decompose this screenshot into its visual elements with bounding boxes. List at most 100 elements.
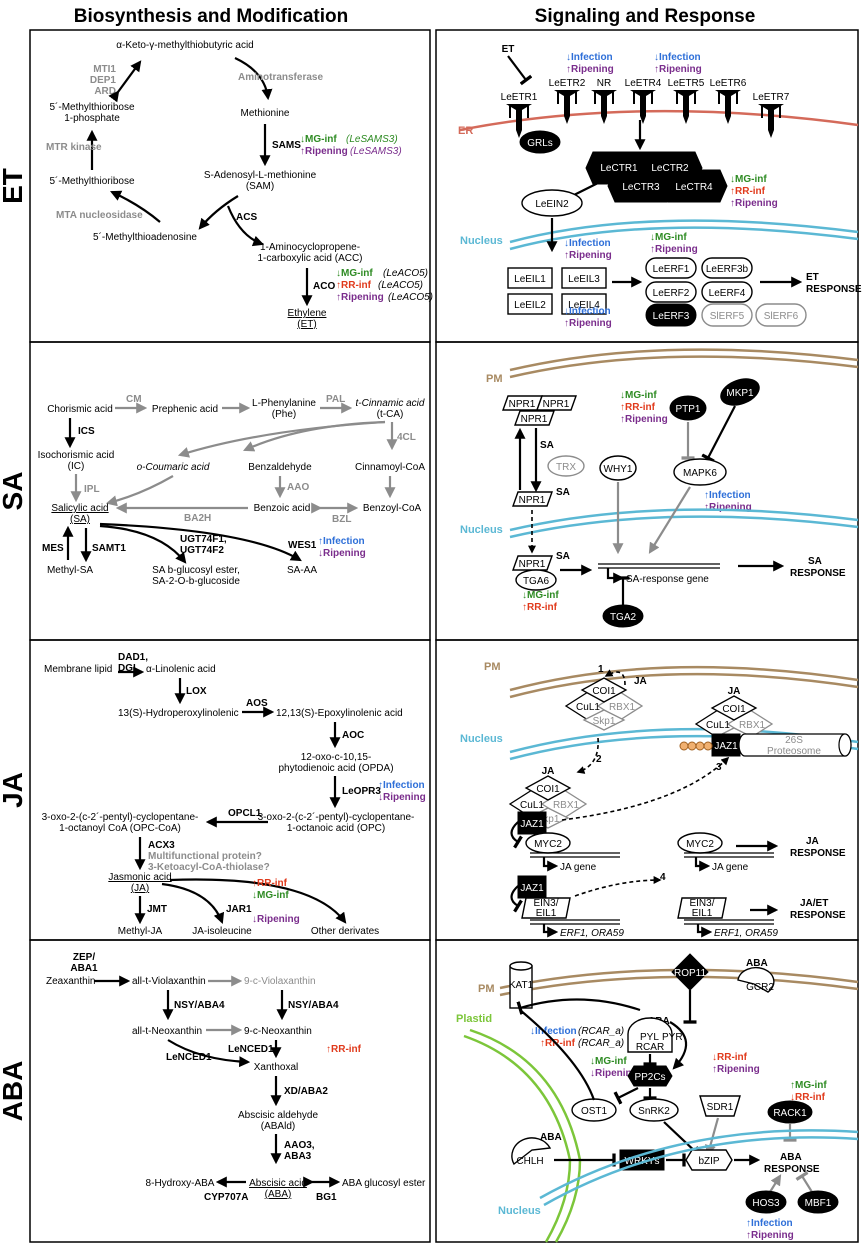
label-coi1-scf-2: COI1 — [536, 784, 560, 795]
node-chorismic: Chorismic acid — [47, 404, 113, 415]
node-hydroxy: 8-Hydroxy-ABA — [146, 1178, 215, 1189]
label-leerf1: LeERF1 — [653, 264, 690, 275]
label-mg-inf-erf: ↓MG-inf — [650, 232, 687, 243]
et-biosynthesis: α-Keto-γ-methylthiobutyric acid MTI1 DEP… — [46, 40, 433, 330]
node-opccoa-2: 1-octanoyl CoA (OPC-CoA) — [59, 823, 181, 834]
node-ein3-b — [677, 897, 727, 919]
label-slerf5: SlERF5 — [710, 311, 745, 322]
dna-ja-4 — [684, 919, 774, 925]
label-infection-wes1: ↑Infection — [318, 536, 365, 547]
label-slerf6: SlERF6 — [764, 311, 799, 322]
node-tga2 — [602, 604, 644, 628]
enzyme-samt1: SAMT1 — [92, 543, 126, 554]
npr1-d — [512, 491, 553, 507]
node-ic-1: Isochorismic acid — [38, 450, 115, 461]
label-ptp1: PTP1 — [675, 404, 700, 415]
inhibit-et-etr1 — [507, 55, 533, 86]
label-tga2: TGA2 — [610, 612, 637, 623]
arrow-sam-mta — [198, 195, 239, 230]
aba-signaling: PM KAT1 ROP11 ABA GCR2 ABA PYL PYR RCAR … — [456, 953, 859, 1243]
label-npr1-b: NPR1 — [543, 399, 570, 410]
node-snrk2 — [629, 1098, 679, 1122]
et-response-1: ET — [806, 272, 819, 283]
enzyme-acx3: ACX3 — [148, 840, 175, 851]
label-ja-1: JA — [634, 676, 647, 687]
label-ripening-erf: ↑Ripening — [650, 244, 698, 255]
aba-response-1: ABA — [780, 1152, 802, 1163]
node-mtr: 5´-Methylthioribose — [49, 175, 134, 187]
label-mg-inf-rack1: ↑MG-inf — [790, 1080, 827, 1091]
node-acc-2: 1-carboxylic acid (ACC) — [257, 253, 362, 264]
label-rop11: ROP11 — [674, 968, 706, 979]
node-eot: 12,13(S)-Epoxylinolenic acid — [276, 708, 403, 719]
enzyme-zep-1: ZEP/ — [73, 952, 95, 963]
label-aba-gcr2: ABA — [746, 958, 768, 969]
label-ctr1: LeCTR1 — [600, 163, 638, 174]
node-ptp1 — [669, 395, 707, 421]
sa-biosynthesis: Chorismic acid CM Prephenic acid L-Pheny… — [38, 394, 426, 587]
node-cinnamoyl: Cinnamoyl-CoA — [355, 462, 425, 473]
row-label-aba: ABA — [0, 1061, 28, 1122]
arrow-sam-acc — [226, 205, 265, 247]
inhibit-jaz1-myc2 — [510, 821, 523, 849]
node-sdr1 — [699, 1095, 741, 1117]
label-infection-mapk6: ↑Infection — [704, 490, 751, 501]
enzyme-dep1: DEP1 — [90, 75, 117, 86]
enzyme-lox: LOX — [186, 686, 207, 697]
pm-membrane-1 — [509, 348, 859, 372]
node-tca-1: t-Cinnamic acid — [356, 398, 425, 409]
node-cn: 9-c-Neoxanthin — [244, 1026, 312, 1037]
node-other: Other derivates — [311, 926, 379, 937]
plastid-membrane-2 — [463, 1034, 572, 1243]
label-rr-inf-ctr: ↑RR-inf — [730, 186, 766, 197]
label-erf3: LeERF3 — [653, 311, 690, 322]
label-n4: 4 — [660, 872, 666, 883]
label-plastid: Plastid — [456, 1013, 492, 1025]
dna-ja-2 — [684, 852, 774, 858]
enzyme-bg1: BG1 — [316, 1192, 337, 1203]
label-ein2: LeEIN2 — [535, 199, 569, 210]
node-aba-1: Abscisic acid — [249, 1178, 307, 1189]
inhibit-mbf1 — [795, 1171, 813, 1193]
label-rbx1-scf-2: RBX1 — [553, 800, 580, 811]
receptor-leetr4: LeETR4 — [625, 78, 662, 124]
enzyme-dad1-2: DGL — [118, 663, 139, 674]
enzyme-mfp: Multifunctional protein? — [148, 851, 262, 862]
arrow-sa-saaa — [99, 522, 302, 562]
label-rcar-b: (RCAR_a) — [578, 1038, 624, 1049]
et-signaling: ET ↓Infection ↑Ripening ↓Infection ↑Ripe… — [458, 44, 862, 329]
ja-pm-2 — [509, 672, 859, 699]
label-trx: TRX — [556, 462, 576, 473]
node-sam-2: (SAM) — [246, 181, 274, 192]
node-sa-2: (SA) — [70, 514, 90, 525]
label-sdr1: SDR1 — [707, 1102, 734, 1113]
arrow-atn-xan — [167, 1039, 251, 1068]
label-leeil2: LeEIL2 — [514, 300, 546, 311]
arrow-ja-jaile — [161, 882, 225, 925]
node-ethylene-1: Ethylene — [288, 308, 327, 319]
node-leerf4 — [701, 281, 753, 303]
label-mg-inf-jar1: ↓MG-inf — [252, 890, 289, 901]
label-ripening-sams: ↑Ripening — [300, 146, 348, 157]
inhibit-pp2c-ost1 — [613, 1087, 639, 1105]
inhibit-ost1-kat1 — [516, 998, 641, 1015]
label-ripening-4: ↑Ripening — [564, 318, 612, 329]
label-leaco5-a: (LeACO5) — [383, 268, 428, 279]
enzyme-aminotransferase: Aminotransferase — [238, 72, 323, 83]
label-ripening-aco: ↑Ripening — [336, 292, 384, 303]
plastid-membrane-1 — [469, 1028, 582, 1243]
node-prephenic: Prephenic acid — [152, 404, 218, 415]
label-infection-opr3: ↑Infection — [378, 780, 425, 791]
label-infection-hos3: ↑Infection — [746, 1218, 793, 1229]
node-acc-1: 1-Aminocyclopropene- — [260, 242, 360, 253]
aba-pm-2 — [499, 975, 859, 997]
label-et: ET — [502, 44, 515, 55]
label-ein3-a-2: EIL1 — [536, 908, 557, 919]
label-rcar-a: (RCAR_a) — [578, 1026, 624, 1037]
label-ripening-opr3: ↓Ripening — [378, 792, 426, 803]
arrow-tss-ja-1 — [542, 857, 559, 872]
dna-ja-1 — [530, 852, 620, 858]
receptor-leetr7: LeETR7 — [753, 92, 790, 138]
